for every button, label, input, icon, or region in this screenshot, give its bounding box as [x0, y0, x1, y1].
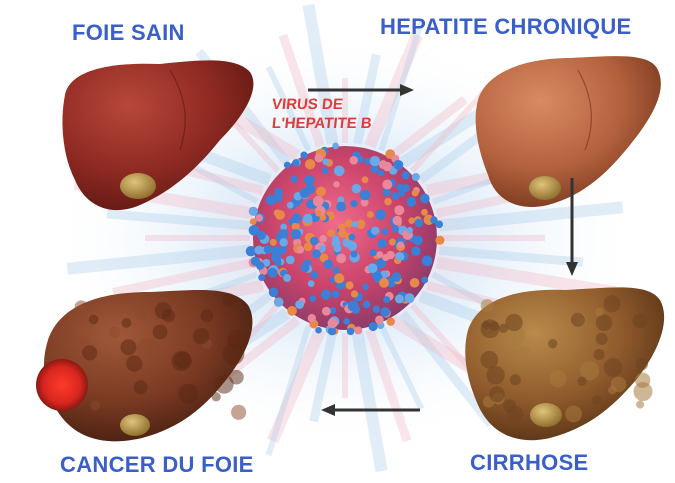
gallbladder-icon: [529, 176, 561, 200]
label-liver-cancer: CANCER DU FOIE: [60, 452, 254, 478]
label-healthy-liver: FOIE SAIN: [72, 20, 185, 46]
virus-label-line2: L'HEPATITE B: [271, 115, 372, 132]
gallbladder-icon: [120, 173, 156, 199]
gallbladder-icon: [120, 414, 150, 436]
virus-label-line1: VIRUS DE: [271, 96, 344, 113]
tumor-icon: [36, 359, 88, 411]
label-chronic-hepatitis: HEPATITE CHRONIQUE: [380, 14, 631, 40]
cirrhosis-liver: [465, 287, 664, 440]
gallbladder-icon: [530, 403, 562, 427]
label-cirrhosis: CIRRHOSE: [470, 450, 589, 476]
